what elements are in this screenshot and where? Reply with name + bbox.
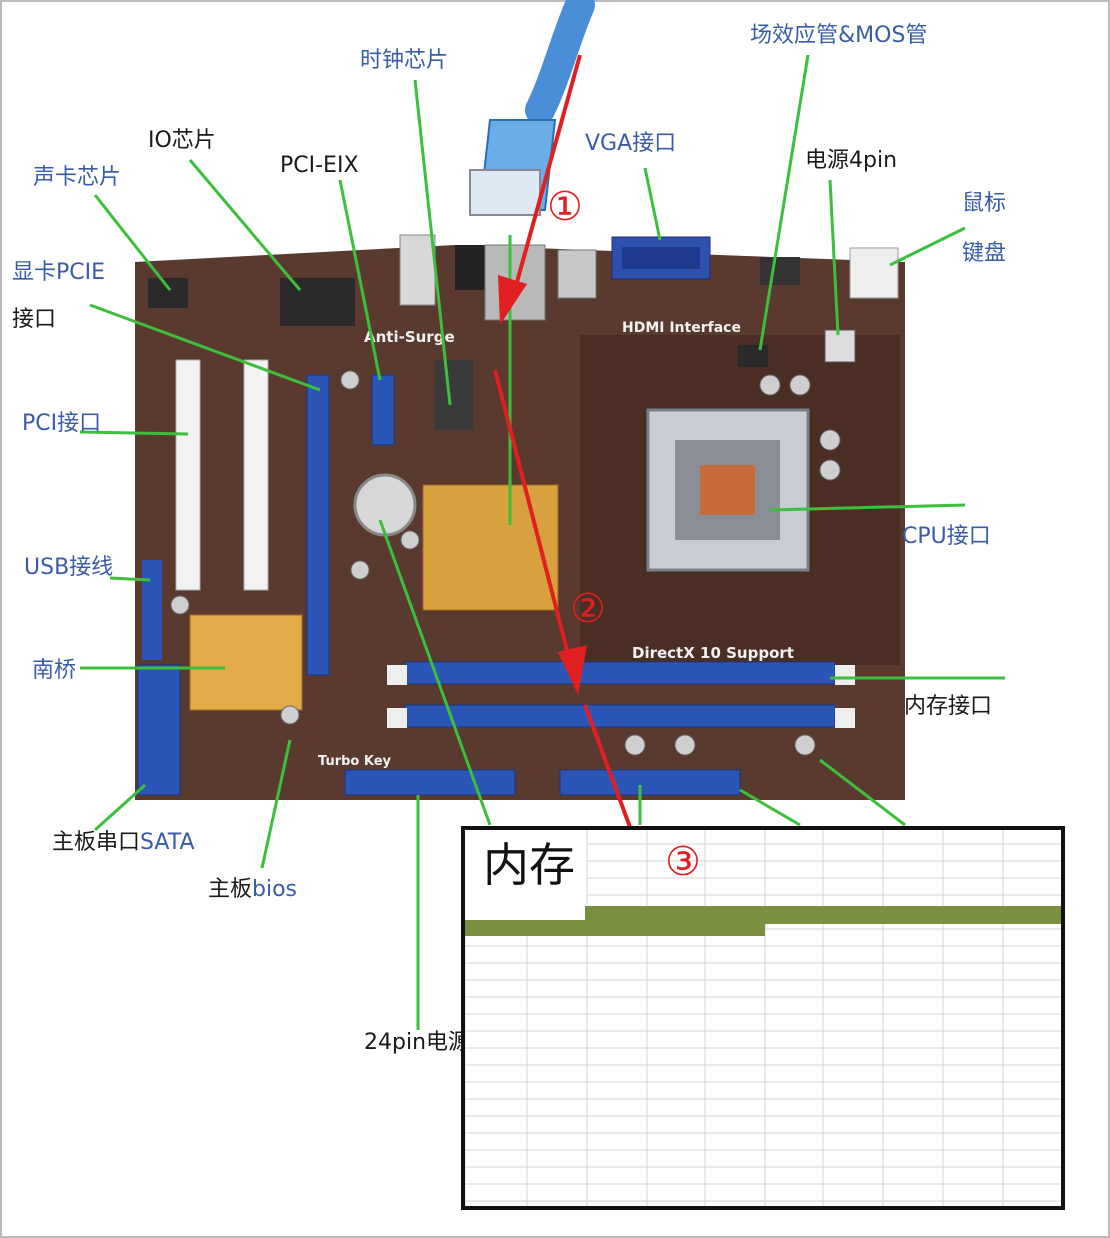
chips — [148, 278, 856, 430]
hdmi-interface-text: HDMI Interface — [622, 320, 741, 336]
memory-timing-box: 内存 — [461, 826, 1065, 1210]
step-1-marker: ① — [547, 184, 583, 230]
directx-text: DirectX 10 Support — [632, 644, 794, 662]
memory-slots — [387, 661, 855, 728]
turbo-key-text: Turbo Key — [318, 754, 392, 769]
label-bios-part2: bios — [252, 877, 298, 902]
label-usb-header: USB接线 — [24, 555, 114, 580]
label-pci-eix: PCI-EIX — [280, 153, 359, 178]
network-cable — [469, 0, 595, 216]
label-sata-part1: 主板串口 — [52, 830, 141, 855]
label-bios-part1: 主板 — [208, 877, 253, 902]
memory-signal-bar-left — [465, 920, 585, 936]
label-pci-slot: PCI接口 — [22, 411, 102, 436]
grid-lines — [465, 830, 1061, 1206]
label-io-chip: IO芯片 — [148, 128, 216, 153]
memory-box-title: 内存 — [483, 838, 575, 892]
label-sound-chip: 声卡芯片 — [33, 165, 122, 190]
step-3-marker: ③ — [665, 839, 701, 885]
label-sata: 主板串口SATA — [52, 832, 195, 854]
label-gpu-pcie: 显卡PCIE — [12, 260, 106, 285]
label-gpu-pcie-line2: 接口 — [12, 307, 57, 332]
expansion-slots — [175, 359, 395, 676]
label-clock-chip: 时钟芯片 — [360, 48, 449, 73]
label-sata-part2: SATA — [140, 830, 195, 855]
label-bios: 主板bios — [208, 879, 297, 901]
memory-signal-bar-mid — [585, 906, 765, 936]
label-cpu-socket: CPU接口 — [902, 524, 991, 549]
cpu-socket — [646, 408, 810, 572]
step-2-marker: ② — [570, 586, 606, 632]
heatsinks — [189, 484, 559, 711]
label-mosfet: 场效应管&MOS管 — [750, 23, 928, 48]
label-keyboard: 键盘 — [962, 241, 1007, 266]
capacitors — [170, 370, 841, 756]
leader-lines — [79, 54, 1005, 1030]
board-silkscreen: Anti-Surge HDMI Interface DirectX 10 Sup… — [318, 320, 794, 769]
bottom-connectors — [137, 560, 741, 796]
memory-grid — [465, 830, 1061, 1206]
label-memory-slot: 内存接口 — [904, 694, 993, 719]
label-power-4pin: 电源4pin — [805, 148, 898, 173]
rear-io-ports — [399, 234, 899, 321]
label-south-bridge: 南桥 — [32, 658, 77, 683]
memory-signal-bar-right — [765, 906, 1061, 922]
label-mouse: 鼠标 — [962, 191, 1007, 216]
cmos-battery — [353, 473, 417, 537]
anti-surge-text: Anti-Surge — [364, 328, 455, 346]
label-power-24pin: 24pin电源 — [364, 1030, 471, 1055]
label-vga: VGA接口 — [585, 131, 677, 156]
